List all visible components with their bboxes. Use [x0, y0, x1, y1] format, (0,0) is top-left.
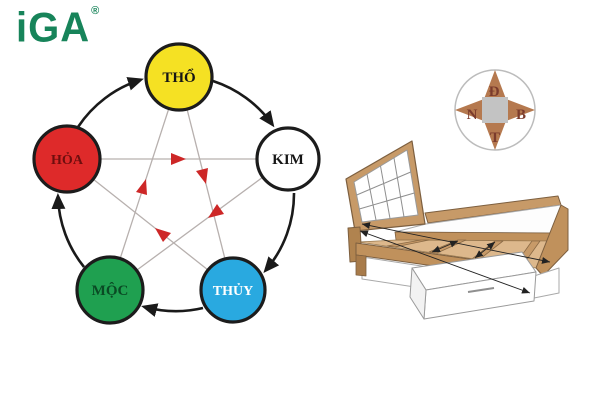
bed-illustration	[345, 140, 569, 320]
arc-kim-thuy	[263, 192, 296, 274]
overcoming-cycle-arrowheads	[136, 153, 224, 242]
compass-rose: Đ B T N	[454, 69, 536, 151]
compass-label-bottom: T	[490, 130, 500, 146]
arc-thuy-moc	[141, 303, 204, 317]
element-node-labels: THỔ KIM THỦY MỘC HỎA	[51, 68, 304, 299]
arc-hoa-tho	[76, 77, 144, 128]
five-elements-diagram: THỔ KIM THỦY MỘC HỎA	[32, 42, 321, 325]
label-moc: MỘC	[92, 282, 129, 299]
dimension-arrows	[359, 222, 551, 294]
element-node-hoa	[32, 124, 102, 194]
drawer-end-under-foot	[533, 267, 560, 299]
label-tho: THỔ	[162, 68, 195, 86]
overcoming-cycle-lines	[92, 107, 264, 271]
red-arrow-thuy-hoa	[155, 228, 171, 242]
registered-trademark-icon: ®	[91, 5, 100, 17]
compass-letters: Đ B T N	[467, 84, 526, 146]
compass-label-east: Đ	[489, 84, 500, 100]
element-node-tho	[144, 42, 214, 112]
iga-logo-text: iGA	[16, 5, 91, 51]
element-node-moc	[75, 255, 145, 325]
bed-left-leg	[355, 254, 367, 277]
compass-label-right: B	[516, 107, 526, 123]
iga-logo: iGA®	[16, 5, 100, 51]
label-hoa: HỎA	[51, 151, 84, 168]
element-nodes	[32, 42, 321, 325]
arc-moc-hoa	[51, 193, 86, 268]
element-node-thuy	[199, 256, 267, 324]
label-kim: KIM	[272, 152, 304, 168]
arc-tho-kim	[212, 79, 275, 128]
red-arrow-kim-moc	[208, 204, 224, 218]
compass-center-square	[482, 97, 508, 123]
red-arrow-tho-thuy	[196, 168, 208, 184]
element-node-kim	[255, 126, 321, 192]
red-arrow-moc-tho	[136, 179, 147, 195]
generating-cycle-arrows	[51, 77, 296, 317]
label-thuy: THỦY	[213, 282, 253, 299]
bed-deck-edge	[394, 231, 552, 242]
headboard-grid	[356, 157, 415, 221]
red-arrow-hoa-kim	[171, 153, 186, 165]
compass-label-left: N	[467, 107, 478, 123]
